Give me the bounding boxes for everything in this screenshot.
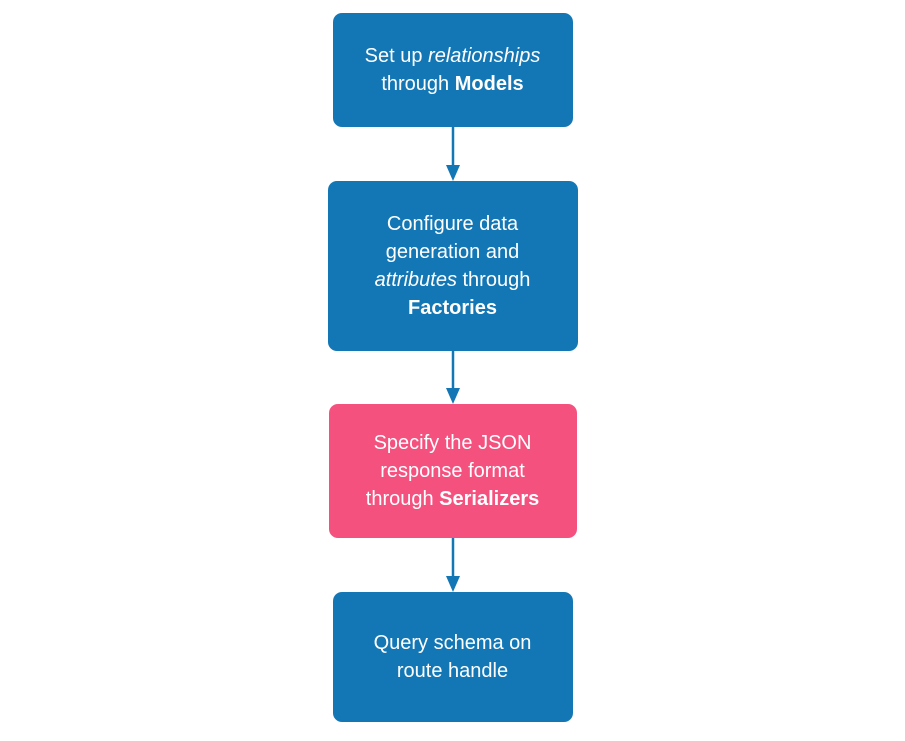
arrow-down-icon: [445, 127, 460, 181]
node-line: Query schema on: [374, 629, 532, 657]
flow-node-models: Set up relationships through Models: [332, 13, 573, 127]
node-line: Configure data: [375, 210, 531, 238]
text-segment: Configure data: [386, 213, 519, 235]
text-segment-italic: attributes: [374, 269, 457, 291]
text-segment-italic: relationships: [428, 45, 541, 67]
node-line: generation and: [375, 238, 531, 266]
text-segment: through: [365, 488, 440, 510]
text-segment-bold: Factories: [408, 297, 497, 319]
text-segment: through: [456, 269, 531, 291]
flow-node-serializers: Specify the JSON response format through…: [328, 404, 577, 538]
text-segment: Set up: [364, 45, 429, 67]
node-text: Set up relationships through Models: [365, 42, 541, 98]
text-segment-bold: Models: [454, 73, 524, 95]
text-segment: response format: [380, 460, 525, 482]
arrow-down-icon: [445, 538, 460, 592]
node-line: response format: [366, 457, 539, 485]
node-line: route handle: [374, 657, 532, 685]
node-text: Query schema on route handle: [374, 629, 532, 685]
flow-node-factories: Configure data generation and attributes…: [327, 181, 578, 351]
node-line: through Models: [365, 70, 541, 98]
node-line: Factories: [375, 294, 531, 322]
node-line: Specify the JSON: [366, 429, 539, 457]
flow-node-route-handle: Query schema on route handle: [332, 592, 573, 722]
node-line: attributes through: [375, 266, 531, 294]
node-line: through Serializers: [366, 485, 539, 513]
arrow-down-icon: [445, 351, 460, 404]
node-text: Configure data generation and attributes…: [375, 210, 531, 322]
text-segment: through: [381, 73, 455, 95]
text-segment: Query schema on: [373, 632, 532, 654]
text-segment-bold: Serializers: [439, 488, 540, 510]
text-segment: route handle: [396, 660, 509, 682]
node-line: Set up relationships: [365, 42, 541, 70]
node-text: Specify the JSON response format through…: [366, 429, 539, 513]
text-segment: generation and: [385, 241, 520, 263]
text-segment: Specify the JSON: [373, 432, 532, 454]
